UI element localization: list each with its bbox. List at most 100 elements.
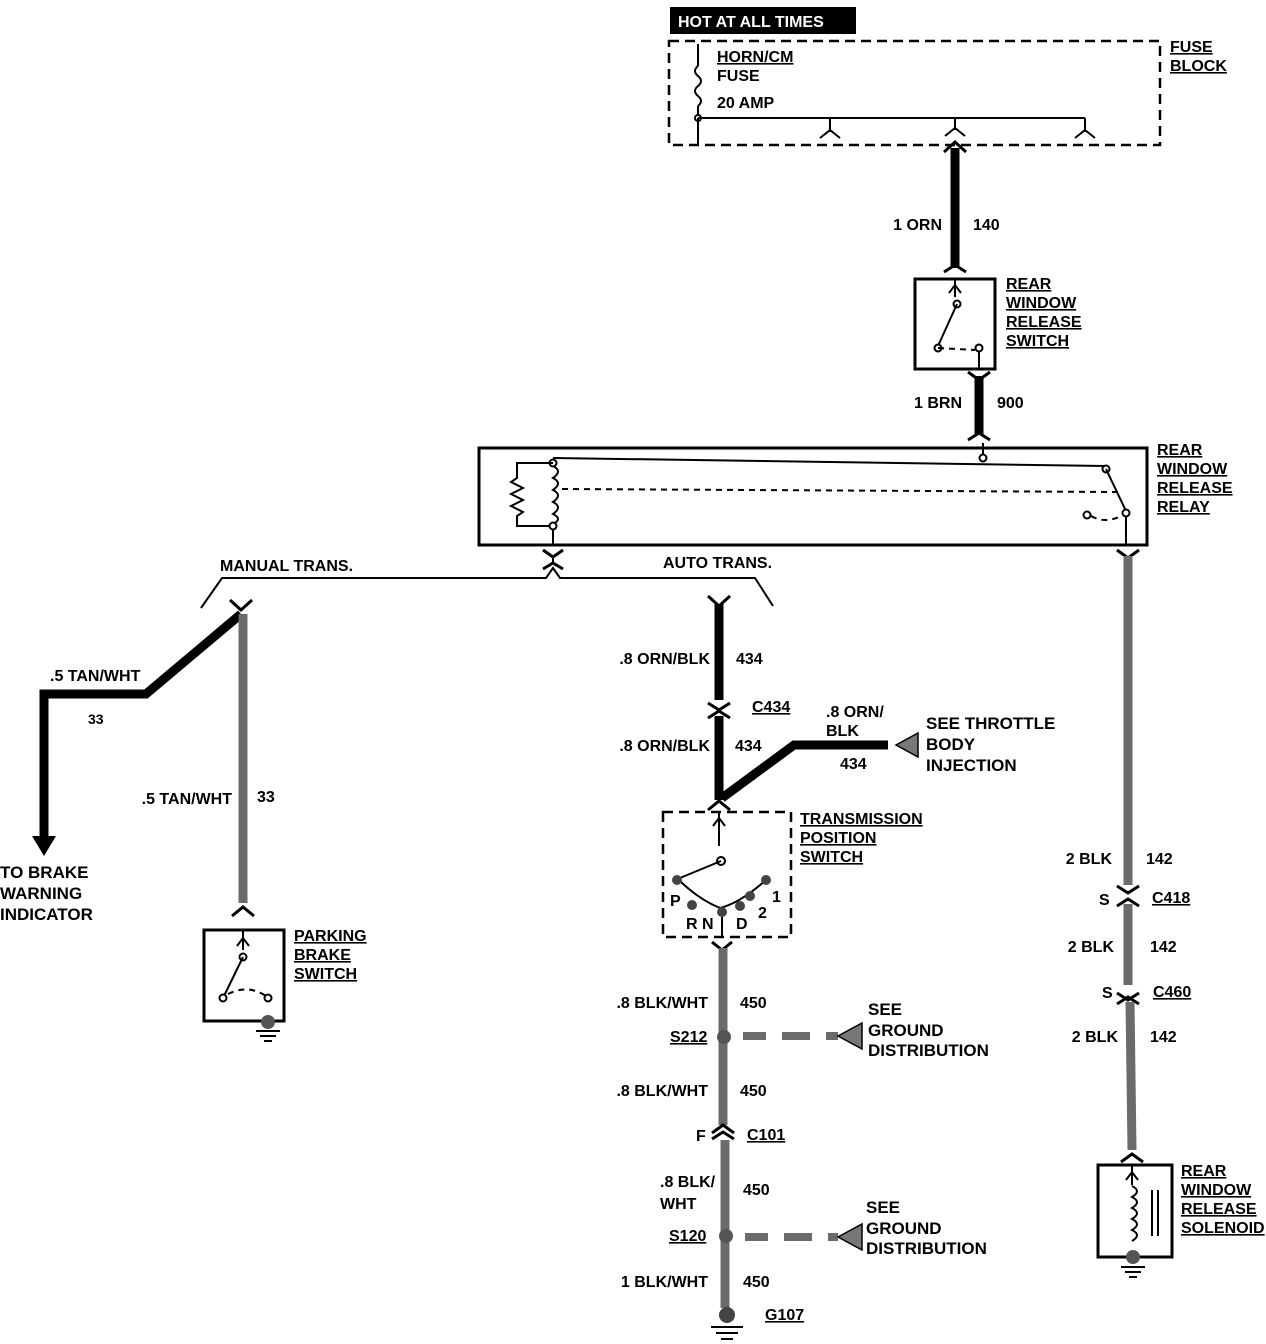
parking-switch-pivot xyxy=(218,993,228,1003)
c101-side-label: F xyxy=(696,1128,706,1145)
parking-brake-label-1: PARKING xyxy=(294,928,367,945)
c101-label: C101 xyxy=(747,1127,785,1144)
pos-p: P xyxy=(670,893,681,910)
connector-parking-in xyxy=(231,905,255,918)
fuse-icon xyxy=(694,65,702,107)
hot-label: HOT AT ALL TIMES xyxy=(678,14,824,31)
release-switch: REAR WINDOW RELEASE SWITCH xyxy=(913,276,1082,371)
s212-ground-arrow xyxy=(836,1021,863,1051)
manual-branch: .5 TAN/WHT 33 .5 TAN/WHT 33 TO BRAKE WAR… xyxy=(0,598,275,924)
relay-resistor xyxy=(508,462,553,527)
fuse-word: FUSE xyxy=(717,68,760,85)
s120-label: S120 xyxy=(669,1228,706,1245)
relay-box xyxy=(477,446,1149,547)
fuse-block-label-2: BLOCK xyxy=(1170,58,1227,75)
solenoid-ground-node xyxy=(1126,1250,1140,1264)
connector-c418-top xyxy=(1116,884,1140,895)
ground2-label-1: SEE xyxy=(866,1198,900,1217)
switch-blade xyxy=(937,303,958,347)
relay-coil-bottom-node xyxy=(548,521,558,531)
parking-ground-icon xyxy=(256,1030,280,1042)
fuse-rating: 20 AMP xyxy=(717,95,775,112)
connector-c418-bottom xyxy=(1116,897,1140,908)
trans-switch-blade xyxy=(679,860,722,879)
connector-switch-in xyxy=(943,263,967,274)
brake-indicator-label-2: WARNING xyxy=(0,884,82,903)
wire-434-throttle xyxy=(719,740,888,802)
fuse-terminal-2 xyxy=(944,118,966,137)
hot-banner: HOT AT ALL TIMES xyxy=(670,7,856,34)
wire-142a-circuit: 142 xyxy=(1146,851,1173,868)
c460-side-label: S xyxy=(1102,985,1113,1002)
fuse-terminal-3 xyxy=(1074,118,1096,139)
solenoid-ground-icon xyxy=(1121,1266,1145,1278)
c418-label: C418 xyxy=(1152,890,1190,907)
connector-c460-top xyxy=(1116,991,1140,1002)
trans-switch-arrow xyxy=(712,812,726,846)
connector-c434-top xyxy=(707,701,731,712)
ground1-label-3: DISTRIBUTION xyxy=(868,1041,989,1060)
connector-solenoid-in xyxy=(1120,1152,1144,1164)
wire-434a-circuit: 434 xyxy=(736,651,763,668)
throttle-reference-arrow xyxy=(894,731,919,759)
solenoid-label-1: REAR xyxy=(1181,1163,1227,1180)
wire-434b-gauge: .8 ORN/BLK xyxy=(619,738,710,755)
connector-manual-out xyxy=(228,598,254,613)
wire-434c-circuit: 434 xyxy=(840,756,867,773)
trans-contact-1 xyxy=(761,875,771,885)
wire-450d-gauge: 1 BLK/WHT xyxy=(621,1274,708,1291)
throttle-label-2: BODY xyxy=(926,735,976,754)
connector-trans-switch-in xyxy=(707,799,731,812)
wire-450c-gauge-2: WHT xyxy=(660,1196,697,1213)
solenoid-label-2: WINDOW xyxy=(1181,1182,1252,1199)
release-switch-label-2: WINDOW xyxy=(1006,295,1077,312)
relay-contact-pivot xyxy=(1121,508,1131,518)
relay-label-1: REAR xyxy=(1157,442,1203,459)
switch-dash-link xyxy=(937,347,976,351)
release-relay: REAR WINDOW RELEASE RELAY xyxy=(477,442,1233,547)
wire-140: 1 ORN 140 xyxy=(893,139,1000,274)
switch-out-contact xyxy=(974,343,984,353)
wire-142b-gauge: 2 BLK xyxy=(1068,939,1115,956)
wire-450c-circuit: 450 xyxy=(743,1182,770,1199)
wire-142: 2 BLK 142 S C418 2 BLK 142 S C460 2 BLK … xyxy=(1066,548,1191,1164)
connector-c101-bottom xyxy=(711,1130,735,1141)
c434-label: C434 xyxy=(752,699,790,716)
wire-140-circuit: 140 xyxy=(973,217,1000,234)
ground1-label-2: GROUND xyxy=(868,1021,944,1040)
wire-450b-circuit: 450 xyxy=(740,1083,767,1100)
relay-coil xyxy=(551,465,559,525)
s120-ground-arrow xyxy=(836,1222,863,1252)
solenoid-arrow xyxy=(1125,1165,1139,1185)
throttle-label-3: INJECTION xyxy=(926,756,1017,775)
s212-label: S212 xyxy=(670,1029,707,1046)
solenoid-label-4: SOLENOID xyxy=(1181,1220,1265,1237)
parking-ground-node xyxy=(261,1015,275,1029)
parking-switch-blade xyxy=(223,956,244,997)
relay-label-4: RELAY xyxy=(1157,499,1210,516)
pos-d: D xyxy=(736,916,748,933)
fuse-name: HORN/CM xyxy=(717,49,793,66)
solenoid-coil xyxy=(1129,1185,1138,1242)
connector-c101-top xyxy=(711,1123,735,1135)
auto-trans-label: AUTO TRANS. xyxy=(663,555,772,572)
throttle-label-1: SEE THROTTLE xyxy=(926,714,1055,733)
connector-fuse-out xyxy=(942,139,968,154)
wire-450a-circuit: 450 xyxy=(740,995,767,1012)
wire-142c-gauge: 2 BLK xyxy=(1072,1029,1119,1046)
switch-arrow xyxy=(948,279,962,297)
c418-side-label: S xyxy=(1099,892,1110,909)
wire-434b-circuit: 434 xyxy=(735,738,762,755)
fuse-block: HORN/CM FUSE 20 AMP FUSE BLOCK xyxy=(667,39,1227,147)
trans-contact-r xyxy=(687,900,697,910)
hot-banner-bg xyxy=(670,7,856,34)
wire-140-gauge: 1 ORN xyxy=(893,217,942,234)
parking-switch-arrow xyxy=(236,930,250,950)
release-solenoid: REAR WINDOW RELEASE SOLENOID xyxy=(1096,1163,1265,1278)
pos-r: R xyxy=(686,916,698,933)
trans-branch: MANUAL TRANS. AUTO TRANS. xyxy=(200,548,774,609)
g107-label: G107 xyxy=(765,1307,804,1324)
release-switch-label-4: SWITCH xyxy=(1006,333,1069,350)
s212-splice xyxy=(717,1030,731,1044)
relay-armature-link xyxy=(561,488,1119,493)
